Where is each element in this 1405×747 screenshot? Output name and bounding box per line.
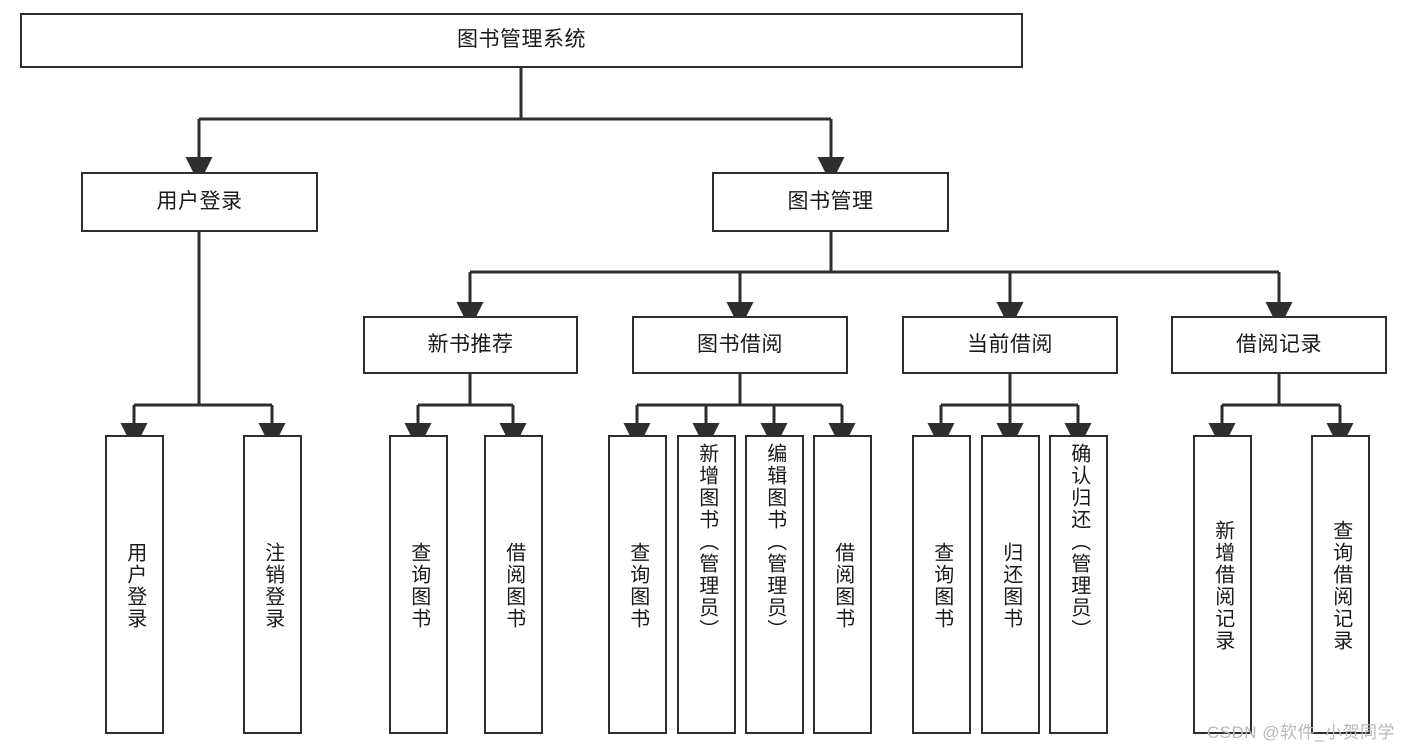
node-label: 注销登录 — [261, 541, 284, 630]
node-new-book-recommend[interactable]: 新书推荐 — [363, 316, 578, 374]
node-borrow-record[interactable]: 借阅记录 — [1171, 316, 1387, 374]
leaf-return-book[interactable]: 归还图书 — [981, 435, 1040, 734]
node-label: 查询图书 — [626, 541, 649, 630]
node-label: 当前借阅 — [967, 332, 1053, 356]
leaf-confirm-return[interactable]: 确认归还（管理员） — [1049, 435, 1108, 734]
node-label: 图书借阅 — [697, 332, 783, 356]
node-label: 借阅图书 — [831, 541, 854, 630]
node-label: 查询图书 — [407, 541, 430, 630]
leaf-borrow-book[interactable]: 借阅图书 — [813, 435, 872, 734]
node-book-management[interactable]: 图书管理 — [712, 172, 949, 232]
node-label: 归还图书 — [999, 541, 1022, 630]
node-label: 借阅记录 — [1236, 332, 1322, 356]
node-label: 确认归还（管理员） — [1067, 443, 1090, 641]
leaf-query-book-borrow[interactable]: 查询图书 — [608, 435, 667, 734]
leaf-user-login[interactable]: 用户登录 — [105, 435, 164, 734]
node-label: 用户登录 — [123, 541, 146, 630]
node-root-system[interactable]: 图书管理系统 — [20, 13, 1023, 68]
node-label: 编辑图书（管理员） — [763, 443, 786, 641]
node-label: 查询图书 — [930, 541, 953, 630]
node-user-login[interactable]: 用户登录 — [81, 172, 318, 232]
node-label: 查询借阅记录 — [1329, 519, 1352, 652]
node-label: 新增借阅记录 — [1211, 519, 1234, 652]
node-label: 图书管理 — [787, 189, 874, 213]
leaf-query-borrow-record[interactable]: 查询借阅记录 — [1311, 435, 1370, 734]
node-current-borrow[interactable]: 当前借阅 — [902, 316, 1118, 374]
leaf-add-borrow-record[interactable]: 新增借阅记录 — [1193, 435, 1252, 734]
node-label: 新增图书（管理员） — [695, 443, 718, 641]
node-book-borrow[interactable]: 图书借阅 — [632, 316, 848, 374]
leaf-query-book-current[interactable]: 查询图书 — [912, 435, 971, 734]
leaf-borrow-book-recommend[interactable]: 借阅图书 — [484, 435, 543, 734]
leaf-edit-book[interactable]: 编辑图书（管理员） — [745, 435, 804, 734]
node-label: 借阅图书 — [502, 541, 525, 630]
leaf-query-book-recommend[interactable]: 查询图书 — [389, 435, 448, 734]
leaf-add-book[interactable]: 新增图书（管理员） — [677, 435, 736, 734]
leaf-logout[interactable]: 注销登录 — [243, 435, 302, 734]
node-label: 图书管理系统 — [457, 28, 586, 52]
node-label: 用户登录 — [156, 189, 243, 213]
node-label: 新书推荐 — [427, 332, 514, 356]
